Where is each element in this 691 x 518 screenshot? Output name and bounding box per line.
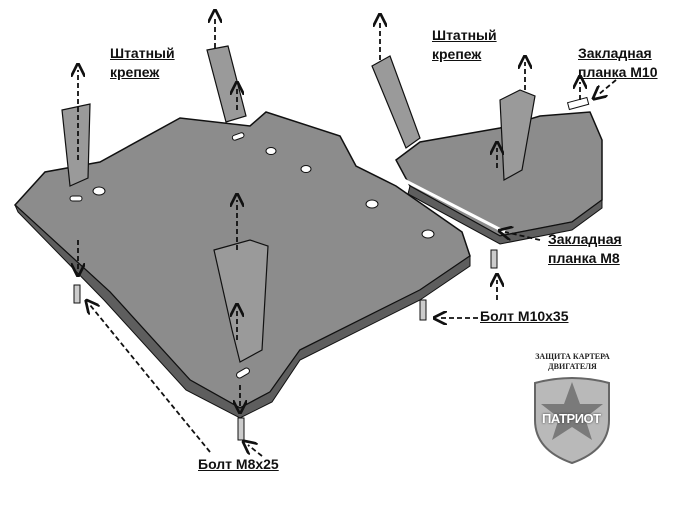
logo-caption-line: ДВИГАТЕЛЯ <box>548 362 597 371</box>
mount-bracket <box>61 45 269 363</box>
label-line: Штатный <box>110 45 175 61</box>
assembly-arrows <box>78 16 617 457</box>
insert-plate-m8-label: Закладная планка M8 <box>548 230 622 268</box>
bolt-m10-label: Болт M10x35 <box>480 308 569 324</box>
patriot-logo-shield <box>534 377 610 465</box>
insert-plate-m10-label: Закладная планка M10 <box>578 44 658 82</box>
label-line: крепеж <box>432 46 482 62</box>
label-line: крепеж <box>110 64 160 80</box>
bolts <box>73 249 498 441</box>
label-line: Штатный <box>432 27 497 43</box>
bolt-m8-label: Болт M8x25 <box>198 456 279 472</box>
standard-mount-left-label: Штатный крепеж <box>110 44 175 82</box>
label-line: планка M8 <box>548 250 620 266</box>
logo-brand-name: ПАТРИОТ <box>542 411 601 426</box>
label-line: Закладная <box>548 231 622 247</box>
transfer-case-plate <box>371 55 603 245</box>
logo-caption-line: ЗАЩИТА КАРТЕРА <box>535 352 610 361</box>
standard-mount-right-label: Штатный крепеж <box>432 26 497 64</box>
label-line: Закладная <box>578 45 652 61</box>
logo-caption: ЗАЩИТА КАРТЕРА ДВИГАТЕЛЯ <box>510 352 635 372</box>
label-line: планка M10 <box>578 64 658 80</box>
